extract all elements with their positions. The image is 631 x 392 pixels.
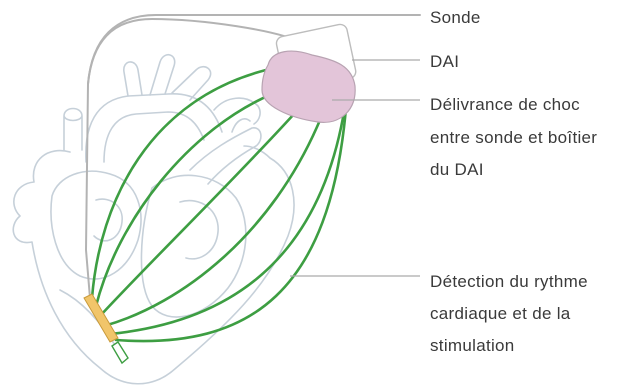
device-label: DAI	[430, 51, 459, 73]
shock-label-line-1: Délivrance de choc	[430, 94, 580, 116]
field-line	[96, 94, 272, 306]
pulmonary-artery	[190, 119, 261, 184]
shock-label-line-3: du DAI	[430, 159, 484, 181]
aorta-arch-outer	[86, 94, 222, 162]
inner-detail-3	[180, 201, 218, 259]
shock-label-line-2: entre sonde et boîtier	[430, 127, 597, 149]
detection-label-line-1: Détection du rythme	[430, 271, 588, 293]
arch-branch-1	[124, 62, 142, 96]
detection-label-line-2: cardiaque et de la	[430, 303, 571, 325]
lead-label: Sonde	[430, 7, 481, 29]
superior-vena-cava	[64, 109, 82, 151]
detection-label-line-3: stimulation	[430, 335, 515, 357]
lead-tip	[112, 342, 128, 363]
field-line	[92, 70, 266, 298]
left-ventricle	[141, 175, 245, 317]
arch-branch-2	[150, 55, 175, 95]
heart-outline	[13, 146, 294, 384]
